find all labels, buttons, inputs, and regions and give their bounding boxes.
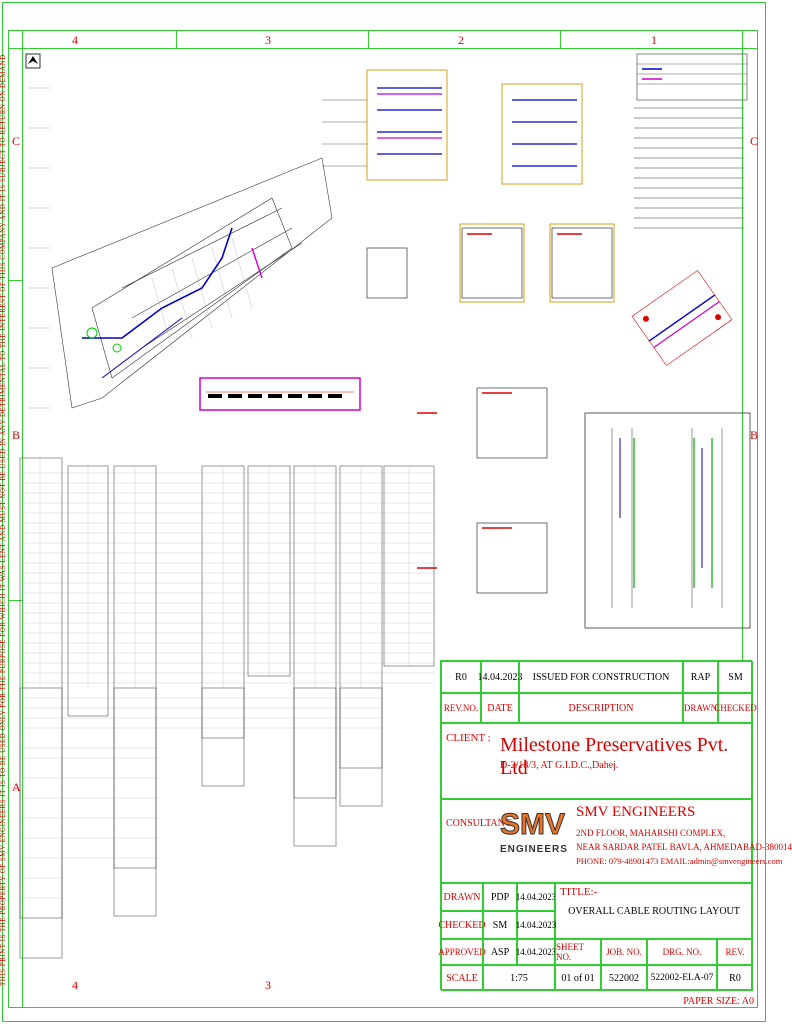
scale-value: 1:75 (483, 965, 555, 991)
grid-row-b-left: B (12, 428, 21, 442)
grid-col-1-top: 1 (651, 33, 657, 47)
drawing-title: OVERALL CABLE ROUTING LAYOUT (568, 906, 740, 917)
north-arrow-icon (25, 53, 41, 69)
rev-date: 14.04.2023 (478, 661, 523, 693)
structure-detail-box (584, 412, 751, 629)
grid-col-3-bottom: 3 (265, 978, 271, 992)
job-no-label: JOB. NO. (601, 939, 647, 965)
title-block: R0 14.04.2023 ISSUED FOR CONSTRUCTION RA… (438, 660, 792, 991)
consultant-contact: PHONE: 079-48901473 EMAIL:admin@smvengin… (576, 856, 783, 866)
consultant-address-2: NEAR SARDAR PATEL BAVLA, AHMEDABAD-38001… (576, 842, 792, 852)
rev-value: R0 (441, 661, 481, 693)
checked-by: SM (483, 911, 517, 939)
zone-line (742, 30, 743, 660)
drawing-frame (8, 30, 758, 1008)
rev-description: ISSUED FOR CONSTRUCTION (519, 661, 683, 693)
checked-header: CHECKED (714, 693, 757, 723)
zone-tick (560, 30, 561, 48)
client-address: D-2/18/3, AT G.I.D.C.,Dahej. (500, 760, 619, 771)
drawn-by: PDP (483, 883, 517, 911)
logo-subtext: ENGINEERS (500, 844, 568, 855)
drg-no-label: DRG. NO. (647, 939, 717, 965)
approved-label: APPROVED (438, 939, 486, 965)
consultant-label: CONSULTANT: (446, 818, 514, 829)
rev-label: REV. (717, 939, 753, 965)
paper-size: PAPER SIZE: A0 (683, 996, 754, 1007)
tray-section-top (322, 69, 583, 185)
drawn-label: DRAWN (441, 883, 483, 911)
cable-schedule-continued (19, 687, 383, 919)
general-notes (634, 107, 744, 229)
approved-by: ASP (483, 939, 517, 965)
drawn-date: 14.04.2023 (516, 883, 556, 911)
checked-label: CHECKED (438, 911, 486, 939)
cable-routing-drawing (19, 53, 751, 959)
consultant-panel: CONSULTANT: SMV ENGINEERS SMV ENGINEERS … (441, 799, 792, 883)
title-panel: TITLE:- OVERALL CABLE ROUTING LAYOUT (555, 883, 753, 939)
grid-row-b-right: B (750, 428, 759, 442)
logo-text: SMV (500, 808, 566, 842)
checked-date: 14.04.2023 (516, 911, 556, 939)
date-header: DATE (481, 693, 519, 723)
zone-tick (8, 600, 22, 601)
job-no-value: 522002 (601, 965, 647, 991)
sheet-no-value: 01 of 01 (555, 965, 601, 991)
drg-no-value: 522002-ELA-07 (647, 965, 717, 991)
outer-border (2, 2, 766, 1022)
consultant-name: SMV ENGINEERS (576, 804, 696, 820)
consultant-address-1: 2ND FLOOR, MAHARSHI COMPLEX, (576, 828, 726, 838)
rev-value-bottom: R0 (717, 965, 753, 991)
zone-tick (368, 30, 369, 48)
rev-drawn: RAP (683, 661, 718, 693)
client-panel: CLIENT : Milestone Preservatives Pvt. Lt… (441, 723, 753, 799)
grid-col-4-bottom: 4 (72, 978, 78, 992)
rev-no-header: REV.NO. (441, 693, 481, 723)
consultant-logo: SMV ENGINEERS (500, 806, 572, 876)
client-name: Milestone Preservatives Pvt. Ltd (500, 734, 729, 779)
drawn-header: DRAWN (683, 693, 718, 723)
zone-tick (8, 280, 22, 281)
zone-tick (176, 30, 177, 48)
sheet-no-label: SHEET NO. (555, 939, 601, 965)
grid-row-a-left: A (12, 780, 21, 794)
ownership-note: THIS PRINT IS THE PROPERTY OF SMV ENGINE… (0, 54, 7, 986)
rev-checked: SM (718, 661, 753, 693)
approved-date: 14.04.2023 (516, 939, 556, 965)
trench-sections (366, 227, 613, 594)
title-label: TITLE:- (560, 886, 598, 898)
grid-row-c-left: C (12, 134, 21, 148)
grid-col-3-top: 3 (265, 33, 271, 47)
legend-box (636, 53, 748, 101)
grid-row-c-right: C (750, 134, 759, 148)
description-header: DESCRIPTION (519, 693, 683, 723)
grid-col-4-top: 4 (72, 33, 78, 47)
scale-label: SCALE (441, 965, 483, 991)
rotated-tray-detail (631, 270, 733, 366)
client-label: CLIENT : (446, 732, 491, 744)
zone-line (8, 48, 758, 49)
zone-line (22, 30, 23, 1008)
grid-col-2-top: 2 (458, 33, 464, 47)
